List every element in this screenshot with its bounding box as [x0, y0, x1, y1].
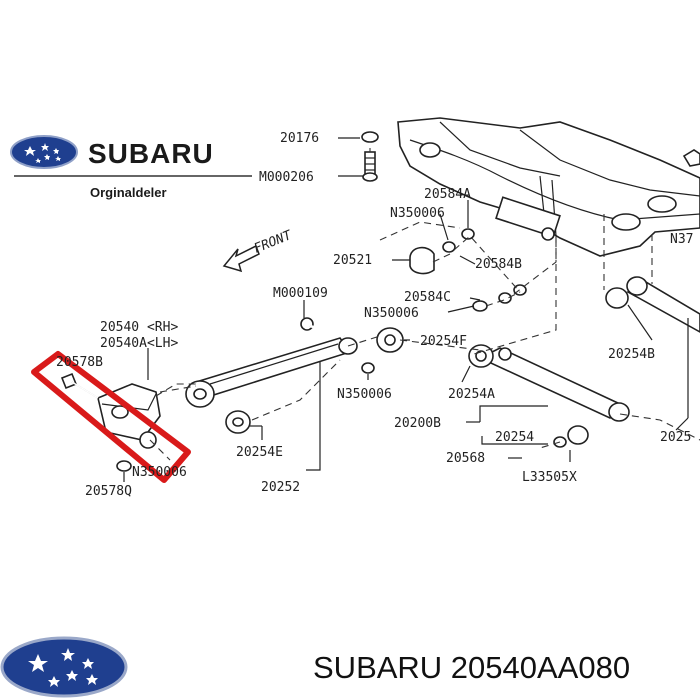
- label-20254a: 20254A: [448, 387, 495, 402]
- label-20176: 20176: [280, 131, 319, 146]
- label-20521: 20521: [333, 253, 372, 268]
- label-20540a-lh: 20540A<LH>: [100, 336, 178, 351]
- label-20254: 20254: [495, 430, 534, 445]
- label-20254b: 20254B: [608, 347, 655, 362]
- label-20200b: 20200B: [394, 416, 441, 431]
- label-l33505x: L33505X: [522, 470, 577, 485]
- label-m000109: M000109: [273, 286, 328, 301]
- subaru-wordmark: SUBARU: [88, 138, 214, 169]
- label-20584c: 20584C: [404, 290, 451, 305]
- label-m000206: M000206: [259, 170, 314, 185]
- front-arrow-icon: [222, 244, 260, 273]
- leader-lines: [123, 137, 689, 482]
- label-20254f: 20254F: [420, 334, 467, 349]
- highlight-marker: [31, 351, 191, 483]
- label-n350006-a: N350006: [390, 206, 445, 221]
- label-2025: 2025: [660, 430, 691, 445]
- label-n350006-b: N350006: [364, 306, 419, 321]
- subaru-emblem-icon: [10, 135, 78, 169]
- bumper-stop: [409, 246, 435, 275]
- subaru-emblem-icon-bottom: [0, 636, 128, 698]
- label-20578q: 20578Q: [85, 484, 132, 499]
- top-bolt: [361, 131, 379, 182]
- logo-subtitle: Orginaldeler: [90, 185, 167, 200]
- lower-arms: [468, 276, 700, 448]
- label-n37: N37: [670, 232, 693, 247]
- label-20254e: 20254E: [236, 445, 283, 460]
- lateral-link-20252: [185, 327, 404, 434]
- label-n350006-d: N350006: [132, 465, 187, 480]
- arm-bolt: [300, 317, 345, 338]
- subaru-logo-top: SUBARU Orginaldeler: [10, 135, 252, 200]
- footer-caption: SUBARU 20540AA080: [313, 650, 630, 685]
- label-20584a: 20584A: [424, 187, 471, 202]
- label-n350006-c: N350006: [337, 387, 392, 402]
- crossmember: [397, 117, 700, 257]
- label-20540-rh: 20540 <RH>: [100, 320, 178, 335]
- label-20584b: 20584B: [475, 257, 522, 272]
- front-label: FRONT: [252, 228, 295, 257]
- label-20568: 20568: [446, 451, 485, 466]
- label-20578b: 20578B: [56, 355, 103, 370]
- part-labels: 20176 M000206 20584A N350006 20521 20584…: [56, 131, 693, 499]
- front-direction-indicator: FRONT: [222, 228, 295, 273]
- label-20252: 20252: [261, 480, 300, 495]
- footer: SUBARU 20540AA080: [0, 636, 630, 698]
- guide-lines: [155, 148, 700, 449]
